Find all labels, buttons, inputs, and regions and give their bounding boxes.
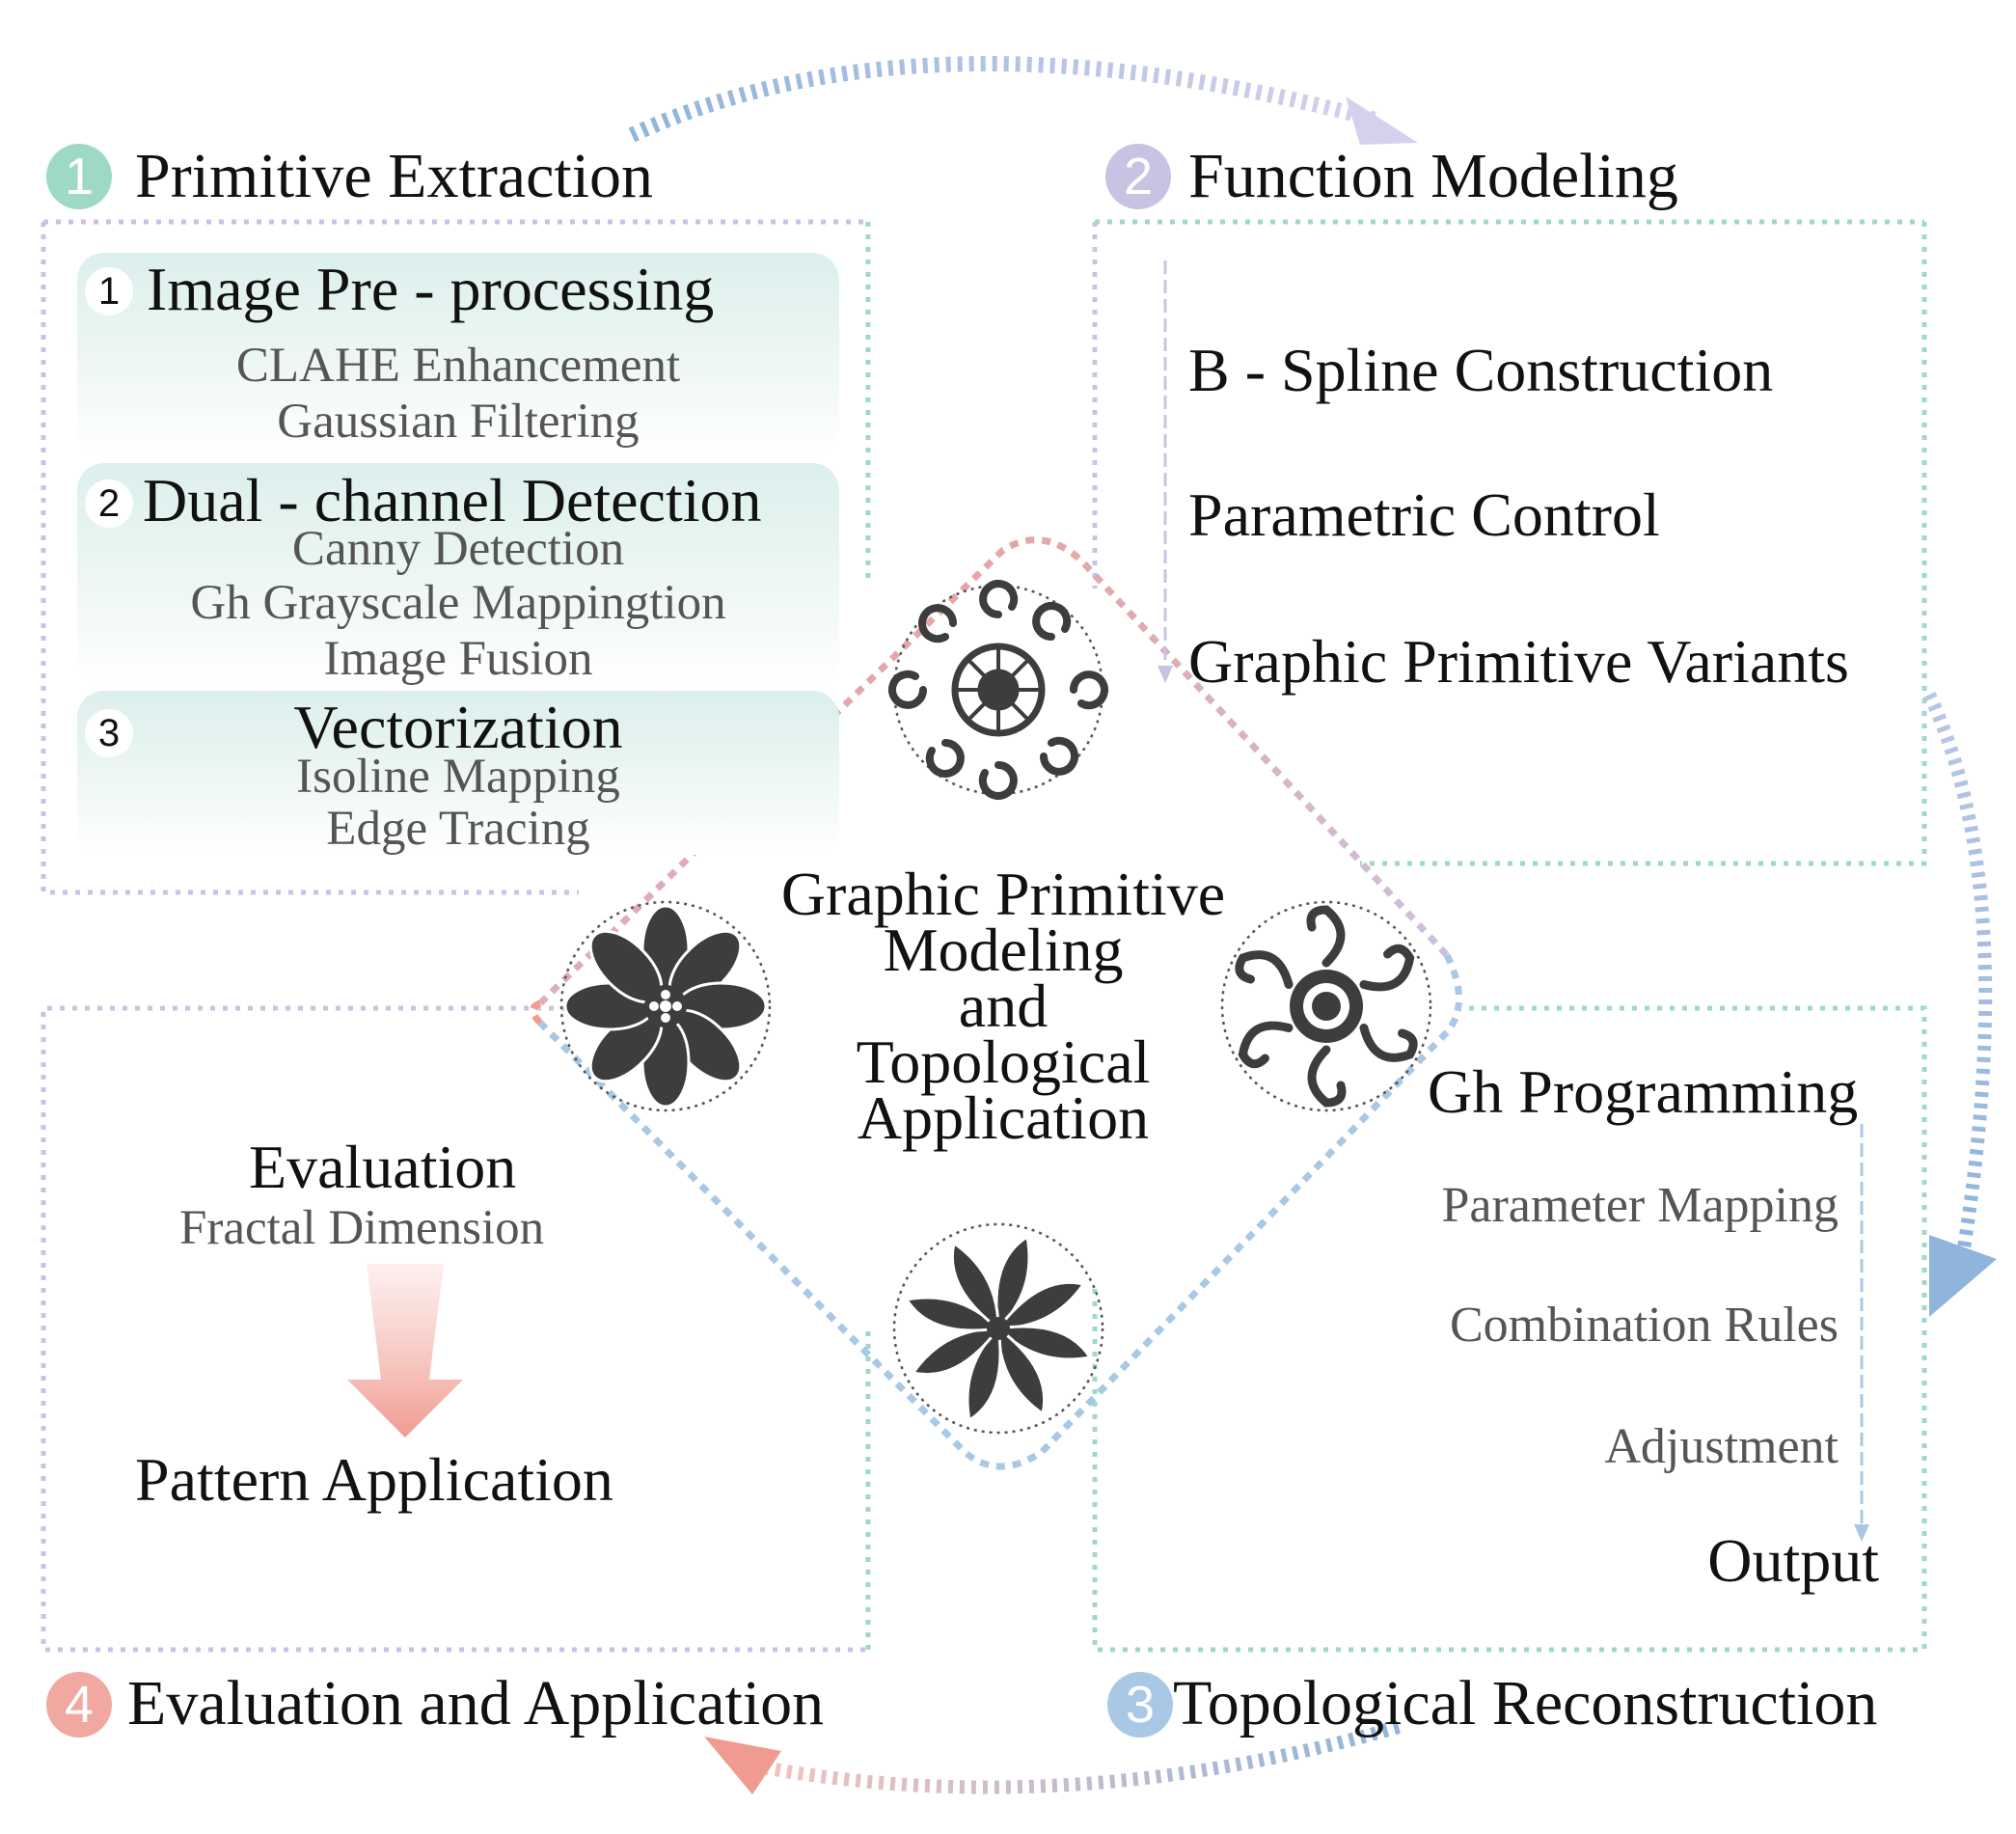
gh-flow-arrowhead [1854, 1524, 1869, 1542]
arrow-function-to-topological [1922, 691, 1997, 1317]
extraction-step-3-item: Isoline Mapping [296, 750, 620, 804]
evaluation-heading: Evaluation [249, 1133, 517, 1201]
section-2-title: Function Modeling [1188, 141, 1678, 211]
section-3-badge: 3 [1107, 1672, 1173, 1738]
evaluation-sub: Fractal Dimension [179, 1201, 545, 1255]
extraction-step-2-item: Canny Detection [291, 522, 625, 576]
gh-output: Output [1707, 1526, 1879, 1595]
function-item: B - Spline Construction [1188, 336, 1774, 404]
function-flow-arrowhead [1158, 666, 1173, 683]
evaluation-down-arrow [347, 1264, 463, 1437]
extraction-step-2-item: Gh Grayscale Mappingtion [190, 576, 726, 630]
center-title-line: Modeling [883, 916, 1124, 984]
extraction-step-1-item: CLAHE Enhancement [235, 339, 681, 393]
extraction-step-1-item: Gaussian Filtering [277, 395, 640, 449]
panel-border-topological [1092, 1005, 1927, 1653]
arrow-topological-to-evaluation [704, 1720, 1401, 1794]
arrow-extraction-to-function [628, 56, 1418, 145]
center-title-line: Topological [856, 1027, 1151, 1096]
function-item: Graphic Primitive Variants [1188, 627, 1849, 696]
eight-petal-flower-icon [559, 900, 772, 1112]
gh-item: Adjustment [1604, 1419, 1839, 1474]
extraction-step-2-number: 2 [85, 479, 133, 528]
panel-border-evaluation [41, 1005, 871, 1653]
pinwheel-flower-icon [892, 1222, 1104, 1435]
gh-item: Combination Rules [1450, 1298, 1839, 1353]
scroll-rosette-icon [1220, 900, 1432, 1112]
function-item: Parametric Control [1188, 480, 1660, 549]
section-1-badge: 1 [46, 144, 112, 209]
center-title-line: and [958, 972, 1049, 1040]
center-title: Graphic Primitive Modeling and Topologic… [752, 860, 1254, 1152]
section-1-title: Primitive Extraction [135, 141, 654, 211]
evaluation-result: Pattern Application [135, 1445, 613, 1514]
extraction-step-2-heading: Dual - channel Detection [143, 466, 762, 534]
section-3-title: Topological Reconstruction [1173, 1668, 1878, 1738]
spiral-rosette-icon [888, 580, 1108, 800]
extraction-step-3-number: 3 [85, 709, 133, 757]
center-diamond [530, 536, 1462, 1470]
extraction-step-1-panel [77, 253, 839, 455]
section-2-badge: 2 [1105, 144, 1171, 209]
extraction-step-1-heading: Image Pre - processing [147, 255, 715, 323]
extraction-step-3-item: Edge Tracing [326, 802, 590, 856]
extraction-step-3-heading: Vectorization [293, 693, 623, 761]
panel-border-extraction [41, 219, 871, 895]
gh-programming-heading: Gh Programming [1428, 1057, 1859, 1126]
panel-border-function [1092, 219, 1927, 866]
section-4-title: Evaluation and Application [127, 1668, 825, 1738]
extraction-step-2-item: Image Fusion [323, 632, 593, 686]
extraction-step-1-number: 1 [85, 267, 133, 315]
extraction-step-3-panel [77, 691, 839, 855]
section-4-badge: 4 [46, 1672, 112, 1738]
extraction-step-2-panel [77, 463, 839, 685]
center-title-line: Application [857, 1083, 1150, 1152]
center-title-line: Graphic Primitive [780, 860, 1226, 928]
gh-item: Parameter Mapping [1441, 1178, 1839, 1233]
